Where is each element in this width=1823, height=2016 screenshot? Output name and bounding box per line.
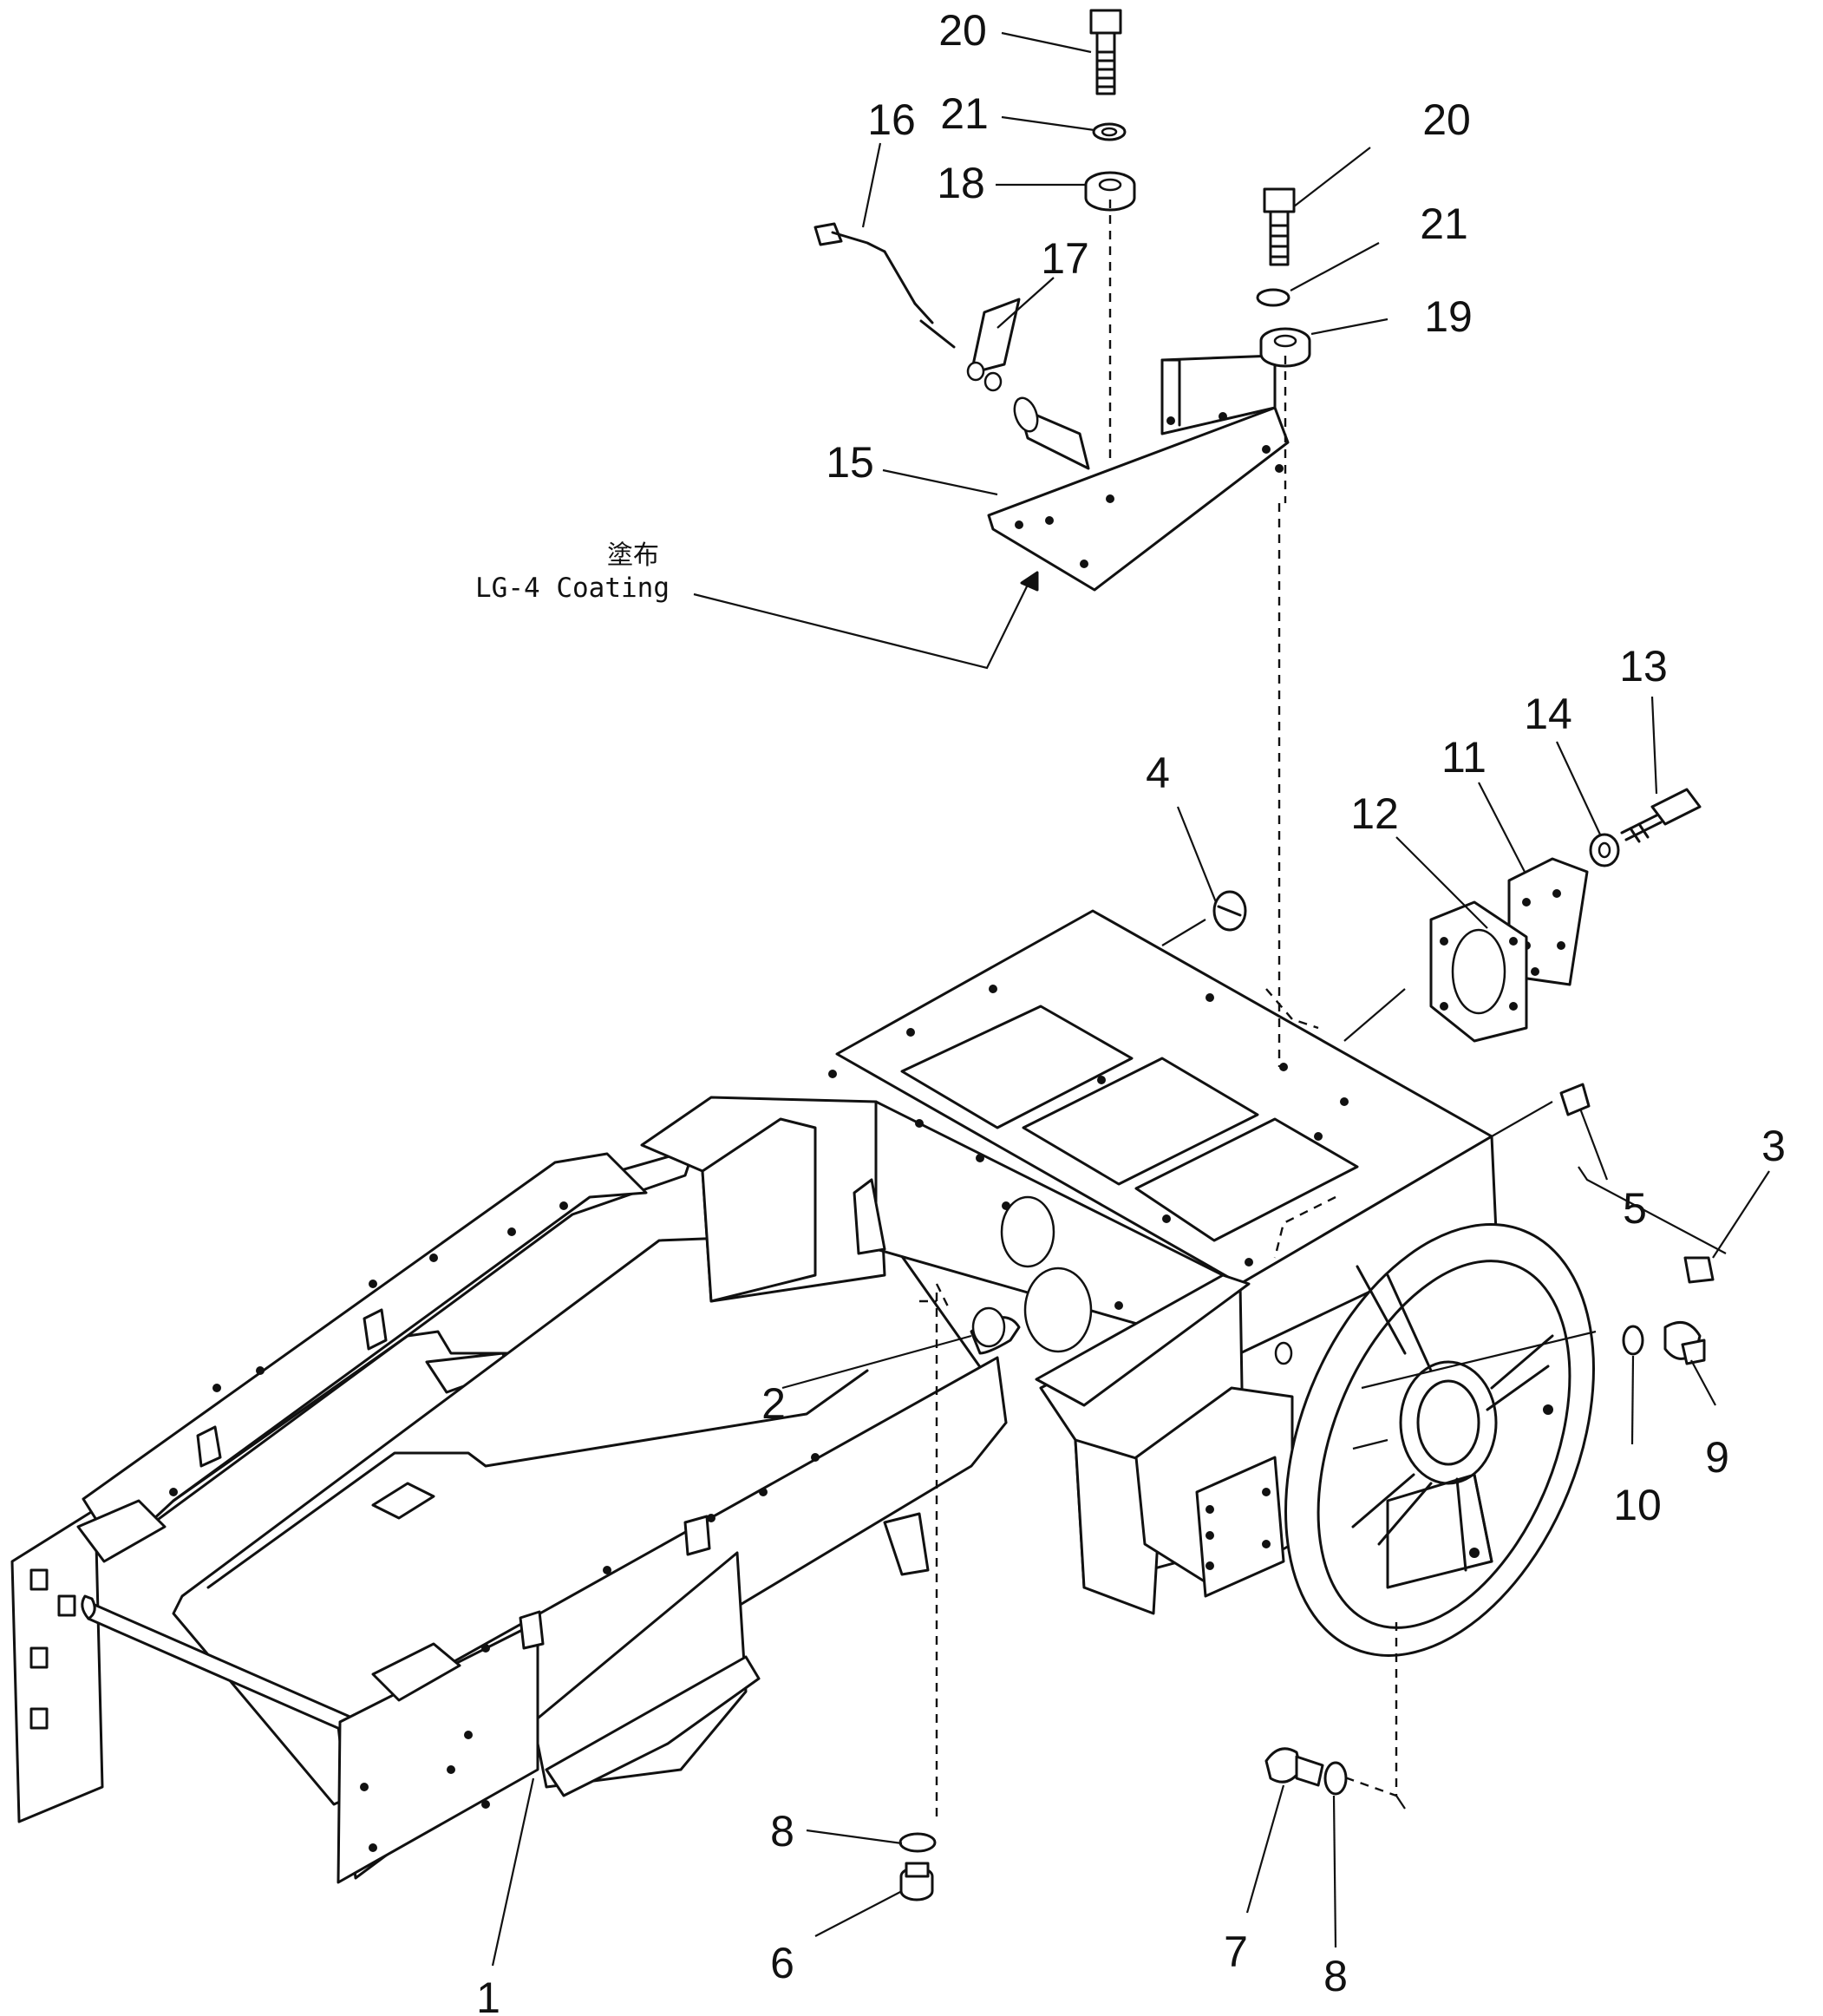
callout-21a: 21: [940, 89, 989, 138]
callout-17: 17: [1041, 234, 1089, 283]
callout-21b: 21: [1420, 200, 1468, 248]
gearbox-housing: [640, 909, 1498, 1615]
callout-16: 16: [867, 95, 916, 144]
hardware-bolts: [898, 9, 1715, 1901]
callout-15: 15: [826, 438, 874, 487]
callout-7: 7: [1224, 1928, 1248, 1976]
callout-3: 3: [1761, 1122, 1786, 1170]
callout-11: 11: [1441, 733, 1486, 782]
callout-8b: 8: [1323, 1952, 1348, 2000]
callout-20b: 20: [1422, 95, 1471, 144]
callout-labels: 20 21 18 16 17 20 21 19 15 4 12 11 14 13…: [476, 6, 1786, 2016]
top-cover-plate: [987, 354, 1290, 592]
callout-9: 9: [1705, 1433, 1729, 1482]
coating-note: 塗布 LG-4 Coating: [475, 540, 670, 604]
callout-10: 10: [1613, 1481, 1662, 1529]
callout-14: 14: [1524, 690, 1572, 738]
callout-13: 13: [1619, 642, 1668, 691]
callout-19: 19: [1424, 292, 1473, 341]
main-frame-assembly: [10, 1148, 1008, 1884]
coating-note-text: LG-4 Coating: [475, 573, 670, 604]
callout-6: 6: [770, 1939, 794, 1987]
dipstick-seal: [966, 298, 1021, 392]
callout-20a: 20: [938, 6, 987, 55]
callout-4: 4: [1146, 749, 1170, 797]
coating-note-cjk: 塗布: [607, 540, 659, 571]
callout-5: 5: [1623, 1184, 1647, 1233]
callout-2: 2: [761, 1379, 786, 1428]
leader-lines: [491, 31, 1770, 1967]
dipstick-tube: [1013, 396, 1090, 470]
dipstick-gauge: [813, 222, 956, 349]
callout-12: 12: [1350, 789, 1399, 838]
callout-1: 1: [476, 1973, 500, 2016]
callout-8a: 8: [770, 1807, 794, 1856]
callout-18: 18: [937, 159, 985, 207]
